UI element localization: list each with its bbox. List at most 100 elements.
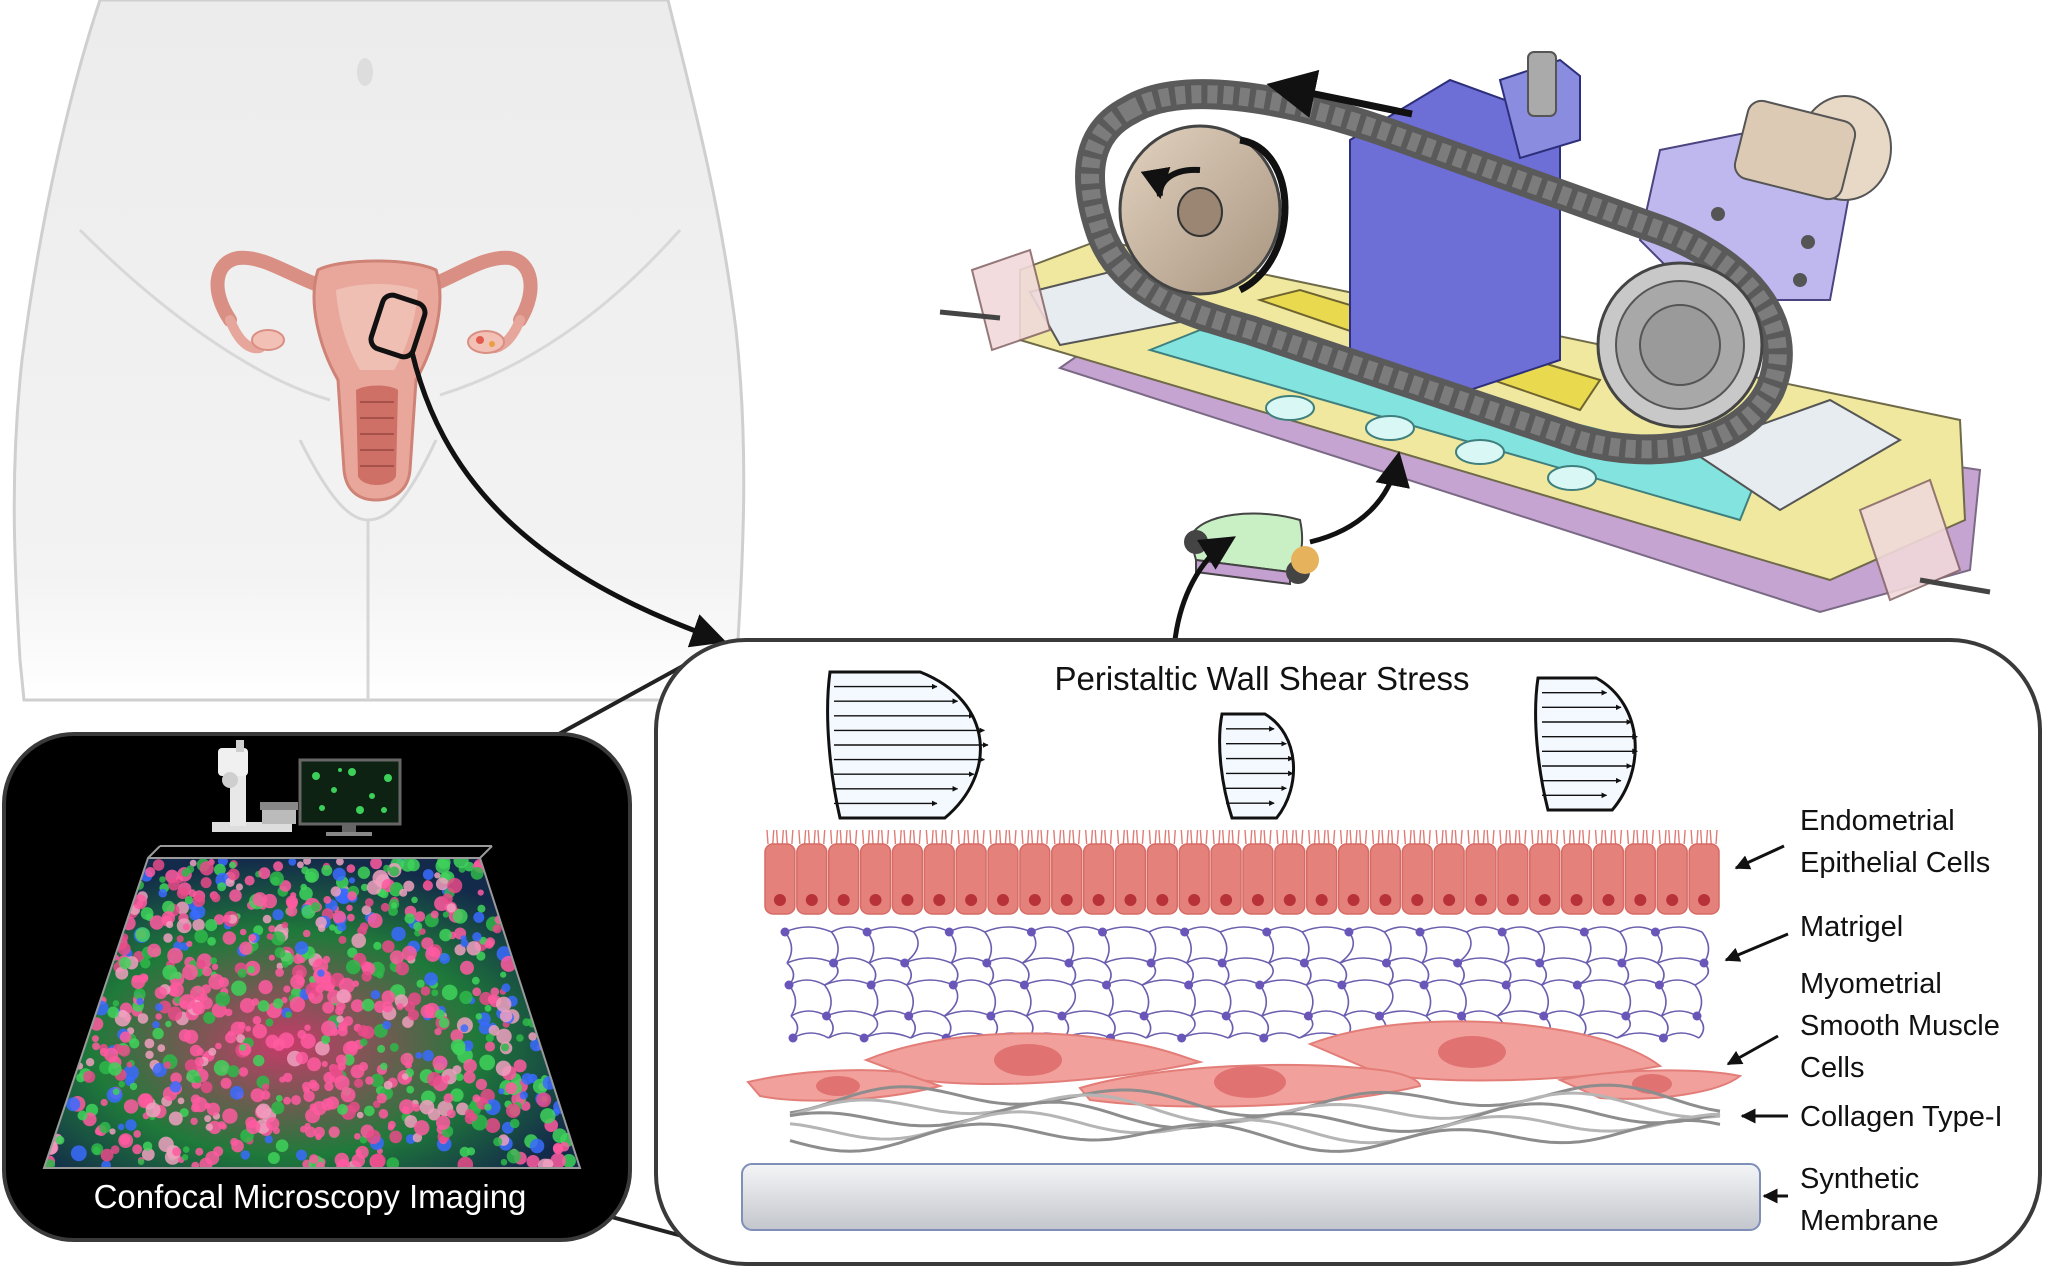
confocal-cell — [501, 983, 511, 993]
confocal-cell — [66, 1097, 81, 1112]
confocal-cell — [382, 1020, 392, 1030]
matrigel-node — [1539, 1011, 1549, 1021]
epithelial-cell — [1210, 829, 1242, 915]
confocal-cell — [133, 1130, 141, 1138]
confocal-cell — [399, 888, 408, 897]
matrigel-node — [1692, 1011, 1702, 1021]
confocal-cell — [168, 879, 180, 891]
confocal-cell — [273, 861, 284, 872]
confocal-cell — [339, 1159, 346, 1165]
confocal-cell — [235, 883, 243, 891]
matrigel-node — [1177, 1033, 1187, 1043]
matrigel-node — [986, 1011, 996, 1021]
confocal-cell — [463, 1059, 477, 1073]
confocal-cell — [389, 1043, 399, 1052]
confocal-cell — [247, 965, 255, 974]
confocal-cell — [365, 898, 374, 907]
confocal-cell — [257, 1000, 270, 1012]
panel-to-insert-arrow — [1172, 536, 1236, 641]
confocal-cell — [133, 988, 146, 1001]
confocal-cell — [484, 1041, 496, 1052]
confocal-cell — [365, 1076, 374, 1085]
confocal-cell — [336, 1001, 346, 1011]
confocal-cell — [376, 1093, 387, 1104]
confocal-cell — [401, 1073, 409, 1080]
confocal-cell — [167, 947, 184, 964]
confocal-cell — [252, 1016, 262, 1025]
matrigel-node — [1374, 1011, 1384, 1021]
epithelial-cell — [1146, 829, 1179, 915]
confocal-cell — [152, 859, 165, 871]
confocal-cell — [271, 931, 286, 946]
confocal-cell — [227, 868, 240, 881]
confocal-cell — [336, 1159, 351, 1168]
confocal-cell — [500, 971, 507, 978]
confocal-cell — [248, 934, 256, 942]
velocity-profile — [1534, 676, 1638, 812]
epithelial-cell — [796, 829, 828, 915]
confocal-cell — [526, 1155, 540, 1168]
confocal-cell — [336, 858, 344, 866]
confocal-cell — [471, 976, 480, 985]
confocal-cell — [454, 944, 466, 956]
confocal-cell — [370, 858, 383, 870]
confocal-cell — [484, 1099, 501, 1116]
confocal-cell — [321, 1098, 334, 1111]
confocal-cell — [414, 911, 426, 922]
confocal-cell — [279, 1076, 286, 1083]
matrigel-node — [822, 1011, 832, 1021]
confocal-cell — [256, 1103, 271, 1119]
confocal-cell — [186, 865, 195, 874]
confocal-cell — [162, 964, 178, 980]
confocal-cell — [115, 966, 129, 980]
confocal-cell — [321, 1020, 337, 1037]
confocal-cell — [404, 1115, 418, 1128]
confocal-cell — [459, 990, 473, 1005]
confocal-cell — [282, 961, 289, 968]
confocal-cell — [272, 1038, 286, 1051]
confocal-cell — [328, 1126, 340, 1138]
confocal-cell — [109, 1128, 116, 1135]
matrigel-node — [1026, 927, 1036, 937]
matrigel-node — [862, 927, 872, 937]
confocal-cell — [484, 939, 494, 949]
confocal-cell — [453, 858, 469, 869]
confocal-cell — [370, 1073, 384, 1088]
confocal-cell — [359, 1038, 368, 1047]
matrigel-node — [1658, 1033, 1668, 1043]
matrigel-node — [1617, 958, 1627, 968]
confocal-cell — [559, 1141, 570, 1152]
confocal-cell — [400, 858, 415, 872]
confocal-cell — [100, 1148, 114, 1162]
confocal-cell — [168, 982, 184, 998]
confocal-cell — [176, 935, 184, 943]
matrigel-node — [1381, 958, 1391, 968]
confocal-cell — [119, 1009, 127, 1018]
confocal-cell — [189, 1044, 202, 1057]
confocal-cell — [112, 1088, 120, 1096]
confocal-cell — [402, 1106, 410, 1114]
confocal-cell — [123, 1099, 139, 1114]
confocal-cell — [304, 1024, 311, 1031]
confocal-cell — [464, 1109, 475, 1119]
confocal-cell — [136, 997, 144, 1006]
confocal-cell — [135, 927, 151, 942]
matrigel-node — [1102, 980, 1112, 990]
confocal-cell — [337, 1062, 346, 1071]
confocal-cell — [210, 957, 218, 965]
matrigel-node — [1303, 1011, 1313, 1021]
confocal-cell — [189, 909, 200, 921]
matrigel-node — [1415, 927, 1425, 937]
confocal-cell — [217, 882, 227, 892]
epithelial-cell — [1019, 829, 1051, 915]
confocal-cell — [268, 925, 276, 933]
matrigel-node — [1344, 927, 1354, 937]
confocal-cell — [296, 976, 305, 986]
confocal-cell — [529, 1138, 545, 1154]
matrigel-node — [982, 958, 992, 968]
matrigel-node — [1650, 927, 1660, 937]
confocal-cell — [192, 894, 206, 907]
confocal-cell — [140, 907, 154, 920]
confocal-cell — [340, 1087, 356, 1103]
confocal-cell — [205, 1151, 220, 1165]
